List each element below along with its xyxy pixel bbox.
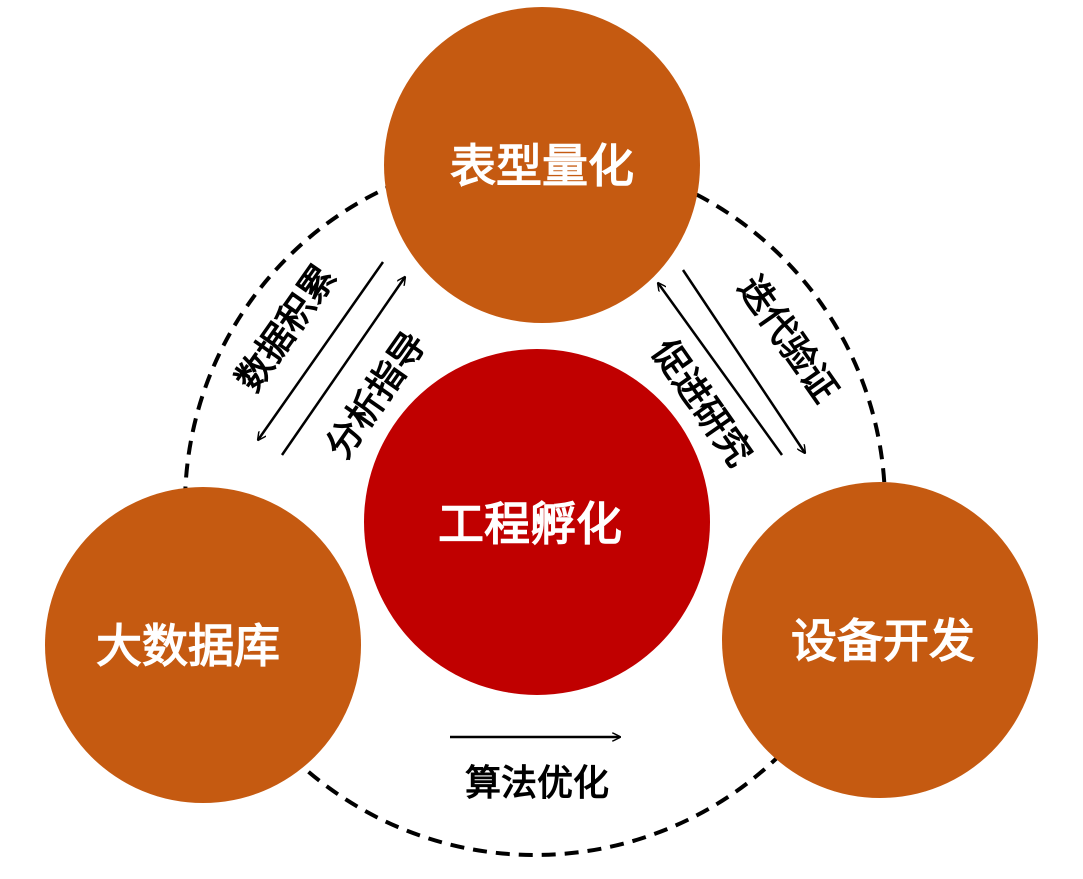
- node-device-development: [722, 482, 1038, 798]
- node-phenotype-quantification: [384, 7, 700, 323]
- node-big-database: [45, 487, 361, 803]
- label-algorithm-optimization: 算法优化: [465, 763, 609, 804]
- node-label-top: 表型量化: [450, 139, 634, 193]
- node-label-center: 工程孵化: [438, 497, 622, 551]
- label-iterative-validation: 迭代验证: [729, 269, 845, 410]
- arrow-data-accumulation: [258, 261, 385, 440]
- node-label-right: 设备开发: [791, 614, 975, 668]
- label-data-accumulation: 数据积累: [228, 258, 344, 399]
- node-engineering-incubation: [364, 349, 710, 695]
- arrow-promote-research: [658, 283, 784, 456]
- arrow-analysis-guidance: [280, 277, 405, 456]
- arrow-iterative-validation: [681, 269, 805, 453]
- node-label-left: 大数据库: [96, 619, 280, 673]
